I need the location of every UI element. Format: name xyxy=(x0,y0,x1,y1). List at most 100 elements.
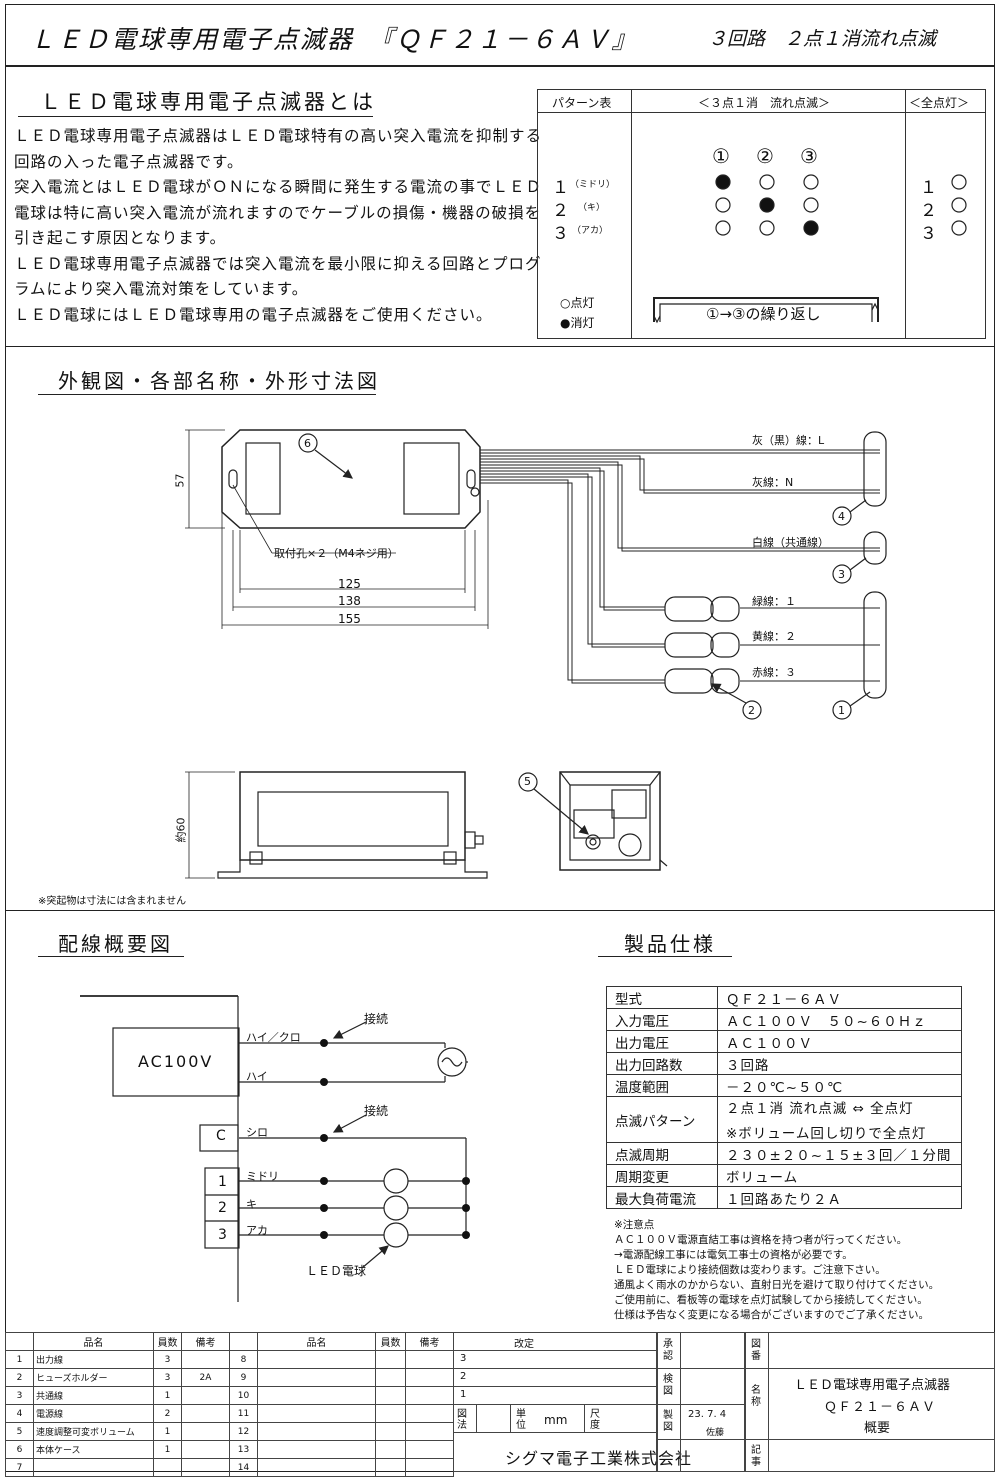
intro-line: 電球は特に高い突入電流が流れますのでケーブルの損傷・機器の破損を xyxy=(14,203,542,222)
spec-note: →電源配線工事には電気工事士の資格が必要です。 xyxy=(614,1249,853,1261)
rev-num: 1 xyxy=(460,1389,467,1400)
tani-label: 単位 xyxy=(516,1409,526,1431)
meisho-label: 名称 xyxy=(751,1385,761,1408)
led-bulb-icon xyxy=(383,1222,409,1248)
document-title: ＬＥＤ電球専用電子点滅器 『ＱＦ２１－６ＡＶ』 xyxy=(30,25,639,54)
device-side-view xyxy=(185,771,488,879)
lamp-on xyxy=(715,220,731,236)
pattern-vline-1 xyxy=(631,90,632,338)
callout-6-num: 6 xyxy=(304,437,311,450)
wire-1-label: 緑線：１ xyxy=(752,595,796,608)
seizu-label: 製図 xyxy=(663,1410,673,1433)
section-divider-2 xyxy=(5,910,995,911)
dim-138: 138 xyxy=(338,594,361,608)
lamp-on xyxy=(803,197,819,213)
wire-L-label: 灰（黒）線：L xyxy=(752,434,825,447)
shakudo-label: 尺度 xyxy=(590,1409,600,1431)
intro-line: 突入電流とはＬＥＤ電球がＯＮになる瞬間に発生する電流の事でＬＥＤ xyxy=(14,178,543,196)
intro-line: 引き起こす原因となります。 xyxy=(14,229,227,247)
document-subtitle: ３回路 ２点１消流れ点滅 xyxy=(708,28,937,50)
intro-line: ラムにより突入電流対策をしています。 xyxy=(14,280,309,298)
intro-line: ＬＥＤ電球専用電子点滅器はＬＥＤ電球特有の高い突入電流を抑制する xyxy=(14,127,543,145)
step-1-label: ① xyxy=(712,144,730,168)
hai-label: ハイ xyxy=(246,1070,268,1083)
kenzu-label: 検図 xyxy=(663,1374,673,1397)
spec-value-line: ２点１消 流れ点滅 ⇔ 全点灯 xyxy=(726,1101,914,1117)
row-3-color: （アカ） xyxy=(572,226,609,236)
intro-line: ＬＥＤ電球専用電子点滅器では突入電流を最小限に抑える回路とプログ xyxy=(14,254,542,273)
device-front-view xyxy=(518,771,668,871)
callout-1-num: 1 xyxy=(838,704,845,717)
lamp-on xyxy=(803,174,819,190)
spec-key: 最大負荷電流 xyxy=(606,1186,718,1209)
bom-header-row: 品名 員数 備考 品名 員数 備考 xyxy=(5,1332,454,1351)
spec-note: ご使用前に、看板等の電球を点灯試験してから接続してください。 xyxy=(614,1294,928,1306)
name-block: 図番 名称 記事 ＬＥＤ電球専用電子点滅器 ＱＦ２１－６ＡＶ 概要 xyxy=(745,1332,995,1472)
spec-key: 出力回路数 xyxy=(606,1052,718,1075)
allon-row-1-num: １ xyxy=(920,178,937,198)
repeat-label: ①→③の繰り返し xyxy=(706,305,821,323)
name-line-2: ＱＦ２１－６ＡＶ xyxy=(824,1400,937,1415)
callout-5-num: 5 xyxy=(524,775,531,788)
wiring-diagram xyxy=(80,995,470,1302)
callout-3-num: 3 xyxy=(838,568,845,581)
intro-text: ＬＥＤ電球専用電子点滅器はＬＥＤ電球特有の高い突入電流を抑制する 回路の入った電… xyxy=(14,124,542,328)
legend-off: ●消灯 xyxy=(560,316,595,330)
terminal-1-label: 1 xyxy=(218,1174,227,1190)
wire-2-label: 黄線：２ xyxy=(752,630,796,643)
wire-N-label: 灰線：N xyxy=(752,476,794,489)
spec-heading-underline xyxy=(598,956,732,957)
c-terminal-label: C xyxy=(216,1128,226,1144)
pattern-col-label: パターン表 xyxy=(552,96,612,110)
pattern-header-line xyxy=(538,112,985,113)
sato-label: 佐藤 xyxy=(706,1428,725,1438)
wire-3-label: 赤線：３ xyxy=(752,666,796,679)
lamp-on xyxy=(951,197,967,213)
pattern-vline-2 xyxy=(905,90,906,338)
intro-heading: ＬＥＤ電球専用電子点滅器とは xyxy=(40,90,376,114)
row-3-num: ３ xyxy=(552,224,569,244)
aka-label: アカ xyxy=(246,1224,268,1237)
ki-label: キ xyxy=(246,1198,257,1211)
row-1-color: （ミドリ） xyxy=(570,180,616,190)
section-divider-1 xyxy=(5,346,995,347)
intro-line: 回路の入った電子点滅器です。 xyxy=(14,152,244,171)
lamp-off xyxy=(759,197,775,213)
lamp-on xyxy=(715,197,731,213)
legend-on: ○点灯 xyxy=(560,296,595,310)
lamp-off xyxy=(803,220,819,236)
row-2-num: ２ xyxy=(552,201,569,221)
device-wires xyxy=(480,449,880,684)
rev-num: 3 xyxy=(460,1353,467,1364)
intro-heading-underline xyxy=(18,116,373,117)
spec-value: ＡＣ１００Ｖ xyxy=(717,1030,962,1053)
led-bulb-icon xyxy=(383,1168,409,1194)
midori-label: ミドリ xyxy=(246,1170,279,1183)
spec-value: －２０℃~５０℃ xyxy=(717,1074,962,1097)
mount-hole-label: 取付孔×２（M4ネジ用） xyxy=(274,547,399,560)
wire-groups xyxy=(710,431,887,720)
pattern-lamps xyxy=(653,174,967,324)
spec-value: ３回路 xyxy=(717,1052,962,1075)
spec-value: ２点１消 流れ点滅 ⇔ 全点灯※ボリューム回し切りで全点灯 xyxy=(717,1096,962,1143)
zuban-label: 図番 xyxy=(751,1339,761,1362)
appearance-heading-underline xyxy=(38,394,376,395)
date-label: 23. 7. 4 xyxy=(688,1409,727,1420)
name-line-3: 概要 xyxy=(864,1421,891,1436)
terminal-3-label: 3 xyxy=(218,1227,227,1243)
allon-row-3-num: ３ xyxy=(920,224,937,244)
led-bulb-icon xyxy=(383,1195,409,1221)
spec-key: 点滅パターン xyxy=(606,1096,718,1143)
wiring-heading-underline xyxy=(38,956,184,957)
shiro-label: シロ xyxy=(246,1126,268,1139)
pattern-col-flow: ＜３点１消 流れ点滅＞ xyxy=(698,96,831,110)
spec-key: 温度範囲 xyxy=(606,1074,718,1097)
title-frame xyxy=(5,4,995,66)
